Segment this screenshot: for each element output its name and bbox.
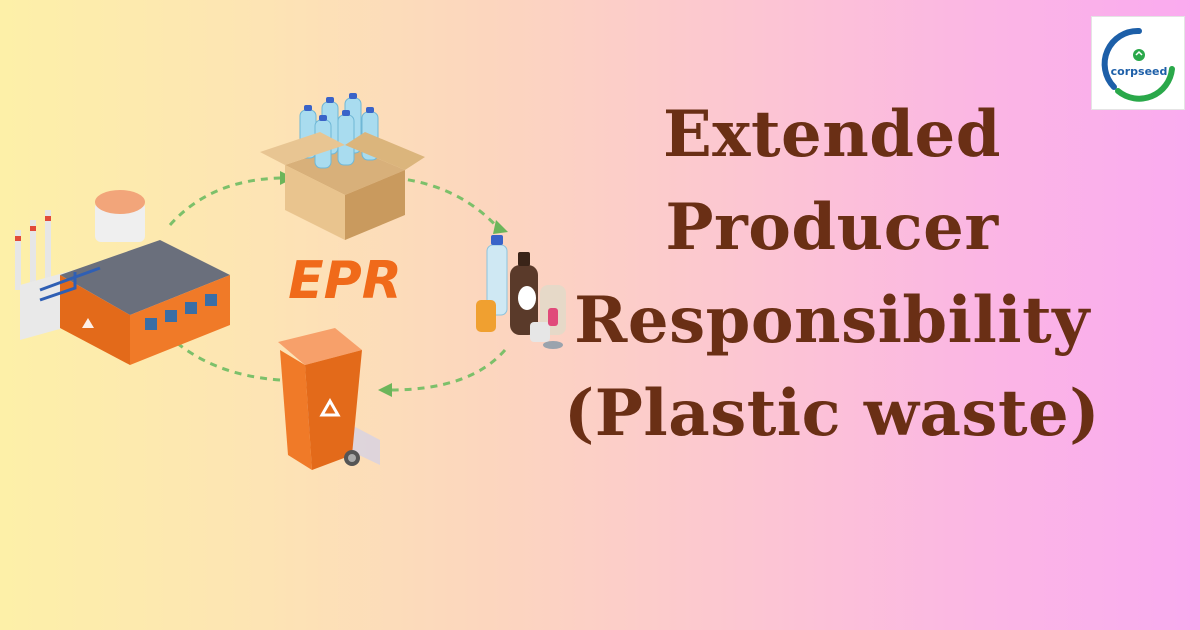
epr-label: EPR xyxy=(288,251,402,311)
title-line-3: Responsibility xyxy=(574,283,1090,358)
title-line-4: (Plastic waste) xyxy=(564,376,1100,451)
page-title: Extended Producer Responsibility (Plasti… xyxy=(522,88,1142,460)
box-of-bottles-icon xyxy=(260,93,425,240)
recycle-symbol-icon xyxy=(82,318,94,328)
arrow-bottles-to-bin xyxy=(389,349,507,392)
factory-icon xyxy=(15,190,230,365)
plastic-bottles-icon xyxy=(476,235,566,349)
title-line-1: Extended xyxy=(663,97,1001,172)
title-line-2: Producer xyxy=(665,190,999,265)
recycle-bin-icon xyxy=(278,328,380,470)
corpseed-logo: corpseed xyxy=(1091,16,1185,110)
arrow-box-to-bottles xyxy=(394,176,502,231)
epr-cycle-illustration: EPR xyxy=(15,93,566,470)
logo-ring-icon xyxy=(1101,27,1175,102)
logo-text: corpseed xyxy=(1110,65,1168,78)
arrow-factory-to-box xyxy=(168,176,281,226)
